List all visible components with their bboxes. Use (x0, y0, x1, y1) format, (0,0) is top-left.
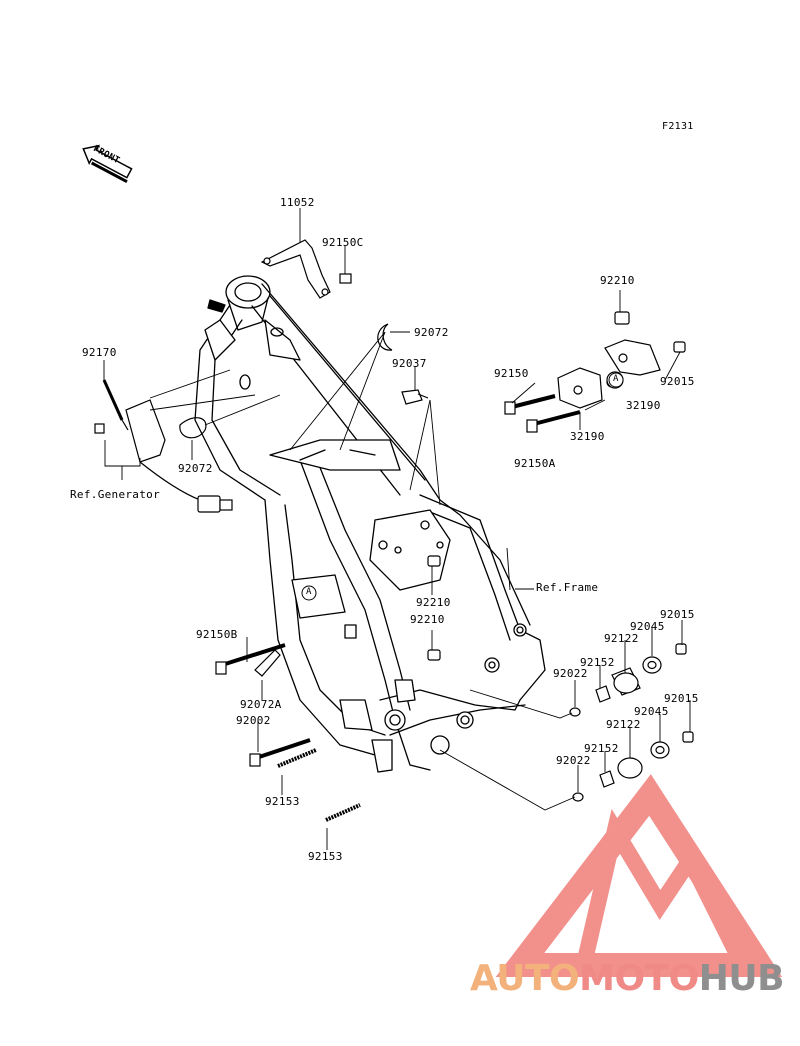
label-92015-top: 92015 (660, 375, 695, 388)
label-92210-top: 92210 (600, 274, 635, 287)
label-92150c: 92150C (322, 236, 364, 249)
callout-a-mount: A (613, 374, 619, 384)
label-32190-a: 32190 (626, 399, 661, 412)
logo-part-moto: MOTO (579, 958, 699, 999)
band-92072a (254, 649, 281, 677)
label-92122-r2: 92122 (606, 718, 641, 731)
logo-part-hub: HUB (698, 958, 785, 999)
label-92015-r2: 92015 (664, 692, 699, 705)
clamp-92037 (401, 389, 429, 405)
label-92153-a: 92153 (265, 795, 300, 808)
logo-part-auto: AUTO (470, 958, 580, 999)
callout-a-frame: A (306, 587, 312, 597)
watermark-logo-mark (495, 774, 783, 977)
label-92150a: 92150A (514, 457, 556, 470)
band-92072-left (179, 417, 207, 439)
label-92037: 92037 (392, 357, 427, 370)
label-92045-r1: 92045 (630, 620, 665, 633)
callout-a-circles (301, 372, 624, 601)
generator-regulator (94, 379, 233, 513)
label-92150: 92150 (494, 367, 529, 380)
collar-set-lower (572, 731, 694, 802)
label-92170: 92170 (82, 346, 117, 359)
label-92045-r2: 92045 (634, 705, 669, 718)
bolt-92150c (339, 273, 352, 284)
label-92210-mid: 92210 (416, 596, 451, 609)
label-92072-top: 92072 (414, 326, 449, 339)
label-92015-r1: 92015 (660, 608, 695, 621)
collar-set-upper (569, 643, 687, 717)
engine-mount-upper-assembly (504, 311, 686, 433)
stud-92153-b (325, 803, 361, 822)
label-92072-left: 92072 (178, 462, 213, 475)
nut-92210-low (427, 649, 441, 661)
label-92002: 92002 (236, 714, 271, 727)
label-92022-r2: 92022 (556, 754, 591, 767)
label-ref-frame: Ref.Frame (536, 581, 599, 594)
label-92122-r1: 92122 (604, 632, 639, 645)
front-arrow-icon (82, 144, 133, 184)
figure-code: F2131 (662, 121, 694, 132)
bolt-92002 (249, 738, 311, 767)
label-92152-r2: 92152 (584, 742, 619, 755)
watermark-logo-text: AUTOMOTOHUB (470, 958, 785, 999)
label-92072a: 92072A (240, 698, 282, 711)
label-92153-b: 92153 (308, 850, 343, 863)
label-92022-r1: 92022 (553, 667, 588, 680)
label-11052: 11052 (280, 196, 315, 209)
bolt-92150b (215, 643, 286, 675)
label-ref-generator: Ref.Generator (70, 488, 160, 501)
label-32190-b: 32190 (570, 430, 605, 443)
label-92150b: 92150B (196, 628, 238, 641)
leader-lines (103, 208, 691, 850)
label-92210-low: 92210 (410, 613, 445, 626)
label-92152-r1: 92152 (580, 656, 615, 669)
bracket-11052 (260, 239, 331, 299)
stud-92153-a (277, 748, 317, 768)
nut-92210-mid (427, 555, 441, 567)
motorcycle-frame (194, 275, 546, 773)
